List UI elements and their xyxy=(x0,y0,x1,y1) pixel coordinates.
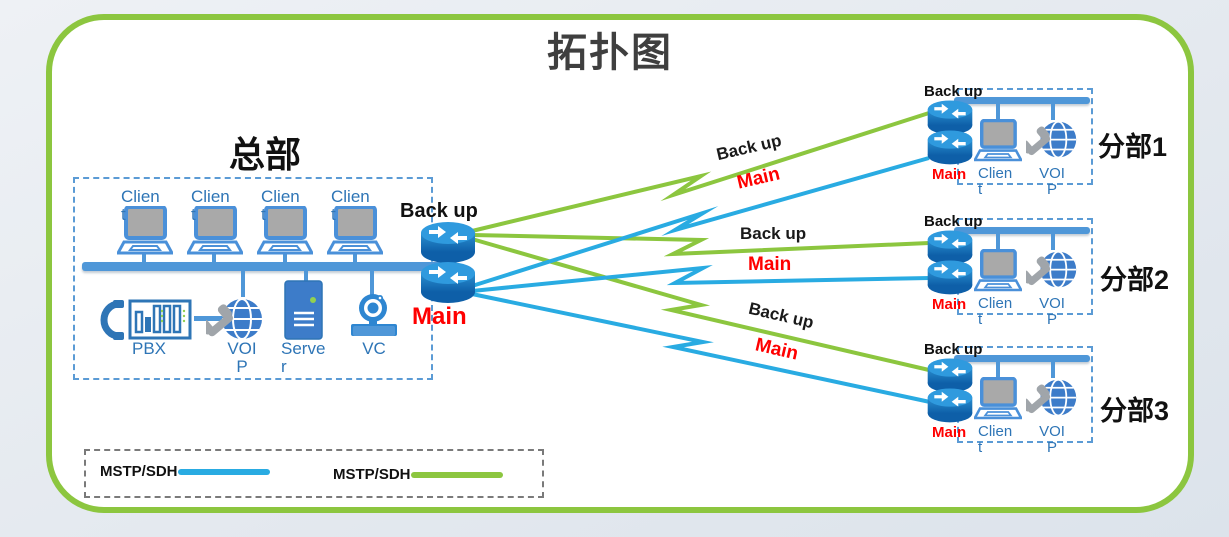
hq-client3-laptop-icon xyxy=(257,206,313,258)
hq-backup-router-label: Back up xyxy=(400,200,478,222)
branch-voip-icon xyxy=(1026,376,1078,421)
branch-bus-line xyxy=(954,355,1090,362)
branch-bus-line xyxy=(954,97,1090,104)
hq-title: 总部 xyxy=(228,134,301,175)
branch-main-router-icon xyxy=(926,128,974,166)
link-label-main-2: Main xyxy=(748,254,792,275)
hq-voip-label: VOIP xyxy=(227,339,257,376)
branch-client-label: Client xyxy=(978,295,1013,328)
legend-box xyxy=(84,449,544,498)
pbx-icon xyxy=(100,298,196,342)
legend-backup-line-swatch xyxy=(410,471,503,478)
branch-client-stub xyxy=(996,104,1000,120)
legend-item-backup: MSTP/SDH xyxy=(333,466,503,483)
vc-label: VC xyxy=(362,339,386,358)
branch-voip-label: VOIP xyxy=(1039,295,1065,328)
hq-main-router-icon xyxy=(419,259,477,305)
hq-client1-label: Client xyxy=(121,187,160,224)
branch-bus-line xyxy=(954,227,1090,234)
branch-title: 分部3 xyxy=(1100,396,1170,426)
legend-item-main: MSTP/SDH xyxy=(100,463,270,480)
branch-main-router-icon xyxy=(926,386,974,424)
branch-client-label: Client xyxy=(978,165,1013,198)
hq-vc-stub xyxy=(370,271,374,297)
pbx-voip-connector xyxy=(194,316,222,321)
branch-backup-router-icon xyxy=(926,228,974,266)
branch-voip-label: VOIP xyxy=(1039,423,1065,456)
branch-client-stub xyxy=(996,362,1000,378)
hq-voip-icon xyxy=(206,295,264,345)
branch-client-laptop-icon xyxy=(974,377,1022,423)
legend-backup-label: MSTP/SDH xyxy=(333,466,411,483)
branch-client-label: Client xyxy=(978,423,1013,456)
vc-camera-icon xyxy=(344,293,402,339)
branch-voip-stub xyxy=(1051,234,1055,250)
branch-backup-router-icon xyxy=(926,356,974,394)
hq-client3-stub xyxy=(283,250,287,263)
branch-backup-router-label: Back up xyxy=(924,83,983,100)
server-label: Server xyxy=(281,339,326,376)
branch-3: Back up Main Client VOIP 分部3 xyxy=(920,341,1200,476)
legend-main-line-swatch xyxy=(177,468,270,475)
branch-client-stub xyxy=(996,234,1000,250)
branch-voip-label: VOIP xyxy=(1039,165,1065,198)
hq-client1-stub xyxy=(142,250,146,263)
hq-client4-laptop-icon xyxy=(327,206,383,258)
branch-1: Back up Main Client VOIP 分部1 xyxy=(920,83,1200,218)
page-title: 拓扑图 xyxy=(547,31,673,75)
hq-voip-stub xyxy=(241,271,245,297)
legend-main-label: MSTP/SDH xyxy=(100,463,178,480)
branch-main-router-icon xyxy=(926,258,974,296)
branch-voip-icon xyxy=(1026,248,1078,293)
hq-bus-line xyxy=(82,262,458,271)
hq-client1-laptop-icon xyxy=(117,206,173,258)
branch-client-laptop-icon xyxy=(974,249,1022,295)
branch-title: 分部2 xyxy=(1100,265,1170,295)
branch-2: Back up Main Client VOIP 分部2 xyxy=(920,213,1200,348)
hq-client2-laptop-icon xyxy=(187,206,243,258)
hq-client3-label: Client xyxy=(261,187,300,224)
link-label-backup-2: Back up xyxy=(740,224,807,243)
hq-backup-router-icon xyxy=(419,219,477,265)
hq-client2-label: Client xyxy=(191,187,230,224)
branch-voip-stub xyxy=(1051,104,1055,120)
hq-client4-label: Client xyxy=(331,187,370,224)
branch-client-laptop-icon xyxy=(974,119,1022,165)
branch-main-router-label: Main xyxy=(932,166,967,183)
branch-main-router-label: Main xyxy=(932,424,967,441)
branch-voip-icon xyxy=(1026,118,1078,163)
pbx-label: PBX xyxy=(131,339,167,358)
branch-title: 分部1 xyxy=(1098,132,1168,162)
hq-client4-stub xyxy=(353,250,357,263)
branch-backup-router-label: Back up xyxy=(924,213,983,230)
branch-main-router-label: Main xyxy=(932,296,967,313)
branch-backup-router-label: Back up xyxy=(924,341,983,358)
hq-server-stub xyxy=(304,271,308,281)
hq-client2-stub xyxy=(212,250,216,263)
branch-voip-stub xyxy=(1051,362,1055,378)
branch-backup-router-icon xyxy=(926,98,974,136)
server-icon xyxy=(284,280,324,340)
hq-main-router-label: Main xyxy=(412,303,467,330)
